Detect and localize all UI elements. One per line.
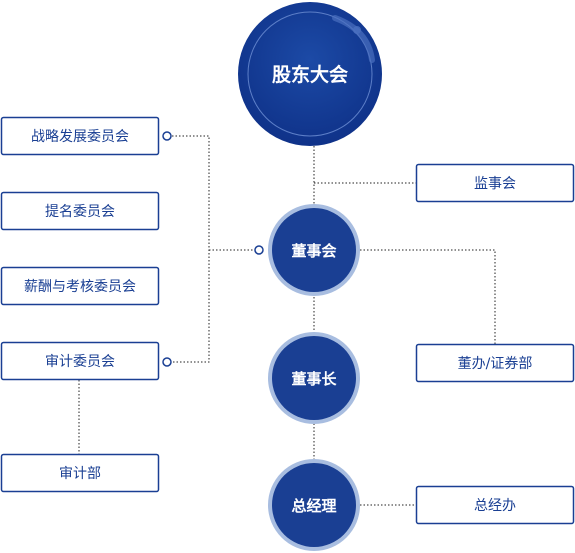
- box-supervisory-board-label: 监事会: [474, 176, 516, 192]
- box-strategy-committee-label: 战略发展委员会: [31, 129, 129, 145]
- node-board: 董事会: [268, 204, 360, 296]
- connector-board-office: [360, 249, 496, 344]
- connector-node-strategy: [162, 131, 172, 141]
- connector-node-board: [254, 245, 264, 255]
- box-audit-committee: 审计委员会: [0, 341, 160, 381]
- box-audit-department-label: 审计部: [59, 466, 101, 482]
- box-compensation-committee: 薪酬与考核委员会: [0, 266, 160, 306]
- node-general-manager: 总经理: [268, 459, 360, 551]
- node-general-manager-label: 总经理: [291, 497, 336, 515]
- box-audit-committee-label: 审计委员会: [45, 354, 115, 370]
- box-nomination-committee: 提名委员会: [0, 191, 160, 231]
- node-chairman-label: 董事长: [291, 370, 337, 388]
- node-board-label: 董事会: [291, 242, 336, 260]
- box-board-office-label: 董办/证券部: [458, 356, 533, 372]
- box-supervisory-board: 监事会: [415, 163, 575, 203]
- node-shareholders-meeting-label: 股东大会: [272, 63, 348, 86]
- connector-node-audit: [162, 357, 172, 367]
- box-strategy-committee: 战略发展委员会: [0, 116, 160, 156]
- connectors: [78, 135, 496, 506]
- box-audit-department: 审计部: [0, 453, 160, 493]
- box-board-office: 董办/证券部: [415, 343, 575, 383]
- node-shareholders-meeting: 股东大会: [238, 2, 382, 146]
- box-gm-office-label: 总经办: [474, 498, 516, 514]
- box-nomination-committee-label: 提名委员会: [45, 204, 115, 220]
- box-compensation-committee-label: 薪酬与考核委员会: [24, 279, 136, 295]
- connector-committees: [172, 135, 210, 363]
- box-gm-office: 总经办: [415, 485, 575, 525]
- node-chairman: 董事长: [268, 332, 360, 424]
